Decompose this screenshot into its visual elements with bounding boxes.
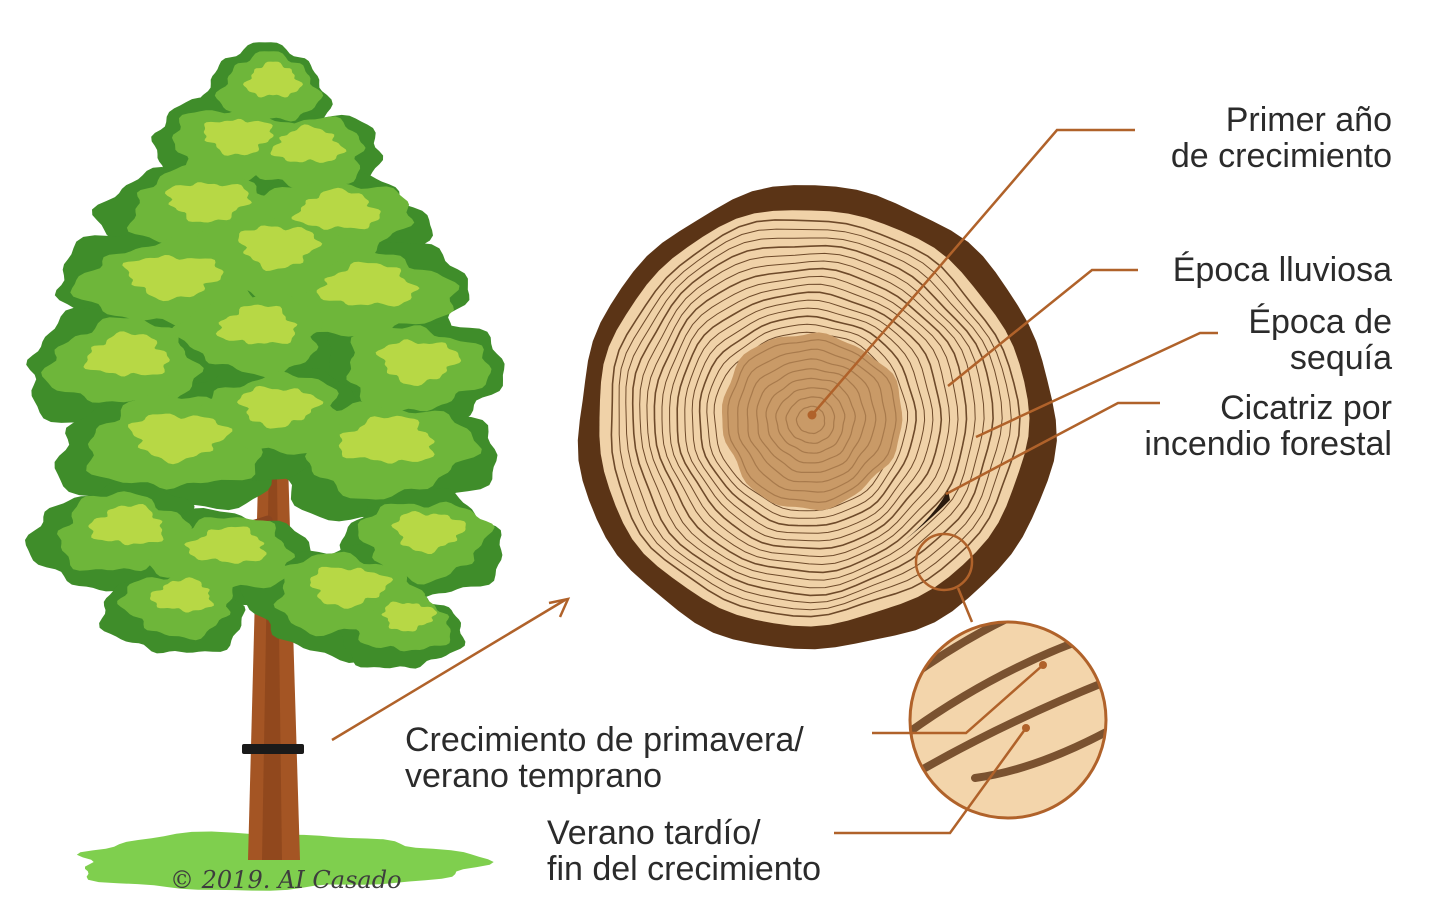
arrowhead bbox=[548, 597, 571, 618]
label-dry-season: Época de sequía bbox=[1248, 304, 1392, 376]
foliage-light bbox=[203, 118, 274, 156]
growth-ring bbox=[653, 267, 968, 574]
leader-early-growth bbox=[872, 664, 1044, 735]
foliage-light bbox=[391, 511, 466, 554]
leader-late-growth bbox=[834, 727, 1028, 835]
magnified-ring-detail bbox=[908, 587, 1108, 820]
label-late-growth-line-1: Verano tardío/ bbox=[547, 814, 761, 852]
heartwood bbox=[722, 332, 903, 511]
growth-ring bbox=[669, 283, 951, 558]
magnifier-lens bbox=[910, 622, 1106, 818]
label-late-growth: Verano tardío/ fin del crecimiento bbox=[547, 815, 821, 887]
label-late-growth-line-2: fin del crecimiento bbox=[547, 850, 822, 888]
foliage-light bbox=[184, 526, 267, 564]
foliage-light bbox=[164, 182, 252, 223]
leader-dot-early-growth bbox=[1039, 661, 1047, 669]
growth-ring bbox=[625, 237, 1003, 604]
label-early-growth-line-1: Crecimiento de primavera/ bbox=[405, 721, 804, 759]
label-first-year-line-2: de crecimiento bbox=[1170, 137, 1392, 175]
leader-dot-first-year bbox=[807, 410, 817, 420]
growth-ring bbox=[706, 323, 909, 519]
foliage-light bbox=[270, 124, 347, 163]
foliage-light bbox=[122, 255, 224, 302]
label-fire-scar-line-1: Cicatriz por bbox=[1220, 389, 1392, 427]
label-fire-scar-line-2: incendio forestal bbox=[1144, 425, 1392, 463]
pine-tree-illustration bbox=[25, 42, 505, 891]
trunk-cut-band bbox=[242, 744, 304, 754]
label-dry-season-line-2: sequía bbox=[1289, 339, 1392, 377]
magnifier-rim bbox=[908, 620, 1108, 820]
growth-ring bbox=[713, 331, 900, 512]
late-ring-band bbox=[921, 676, 1106, 772]
inner-ring bbox=[785, 396, 836, 444]
foliage-light bbox=[316, 261, 420, 307]
inner-ring bbox=[775, 387, 846, 454]
leader-fire-scar bbox=[945, 401, 1160, 496]
late-ring-band bbox=[971, 726, 1106, 782]
foliage-light bbox=[150, 577, 214, 613]
label-fire-scar: Cicatriz por incendio forestal bbox=[1144, 390, 1392, 462]
growth-ring bbox=[618, 228, 1012, 611]
growth-ring bbox=[631, 244, 994, 597]
foliage-light bbox=[83, 331, 170, 377]
growth-ring bbox=[661, 275, 959, 566]
tree-to-log-arrow bbox=[331, 598, 566, 742]
label-early-growth: Crecimiento de primavera/ verano tempran… bbox=[405, 722, 804, 794]
label-leader-lines bbox=[331, 128, 1218, 835]
foliage-light bbox=[243, 61, 303, 98]
tree-cross-section bbox=[577, 185, 1057, 650]
growth-ring bbox=[639, 252, 985, 589]
leader-dot-late-growth bbox=[1022, 724, 1030, 732]
inner-ring bbox=[727, 339, 897, 504]
foliage-light bbox=[338, 415, 435, 464]
inner-ring bbox=[765, 377, 856, 464]
inner-ring bbox=[756, 368, 867, 473]
label-first-year: Primer año de crecimiento bbox=[1171, 102, 1392, 174]
foliage-light bbox=[238, 225, 323, 271]
foliage-light bbox=[237, 385, 324, 429]
growth-ring bbox=[691, 307, 926, 534]
late-ring-band bbox=[910, 622, 1106, 752]
foliage-light bbox=[381, 601, 438, 632]
foliage-light bbox=[88, 504, 164, 546]
inner-ring bbox=[737, 348, 887, 493]
label-early-growth-line-2: verano temprano bbox=[405, 757, 663, 795]
growth-ring bbox=[646, 260, 976, 581]
growth-ring bbox=[684, 299, 934, 542]
leader-rainy-season bbox=[947, 268, 1138, 387]
growth-ring bbox=[676, 291, 943, 550]
foliage-light bbox=[128, 413, 233, 465]
foliage-light bbox=[291, 187, 381, 230]
leader-dry-season bbox=[975, 331, 1218, 439]
label-first-year-line-1: Primer año bbox=[1225, 101, 1392, 139]
zoom-circle bbox=[914, 532, 974, 592]
grass-patch bbox=[76, 831, 494, 891]
inner-ring bbox=[746, 358, 877, 483]
artist-signature: © 2019. AI Casado bbox=[170, 866, 402, 894]
zoom-connector bbox=[956, 587, 974, 623]
foliage-light bbox=[375, 339, 462, 386]
foliage-light bbox=[215, 304, 298, 345]
growth-ring bbox=[610, 219, 1021, 618]
growth-ring bbox=[698, 315, 917, 527]
label-dry-season-line-1: Época de bbox=[1248, 303, 1392, 341]
leader-first-year bbox=[811, 128, 1135, 416]
foliage-light bbox=[310, 566, 394, 609]
fire-scar-mark bbox=[905, 490, 950, 540]
label-rainy-season-line-1: Época lluviosa bbox=[1172, 251, 1392, 289]
label-rainy-season: Época lluviosa bbox=[1173, 252, 1392, 288]
